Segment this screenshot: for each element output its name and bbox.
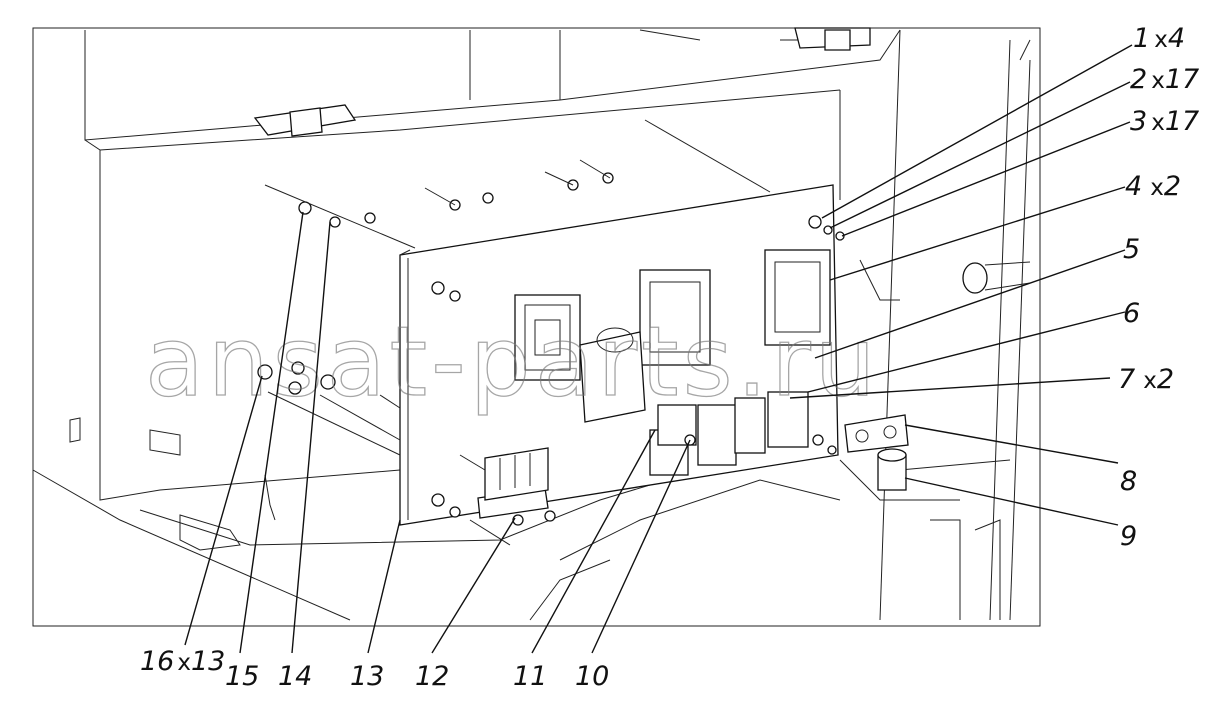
callout-8: 8: [1120, 466, 1137, 497]
bus-bar: [477, 447, 549, 519]
top-hinge-left: [253, 104, 357, 137]
callout-15: 15: [225, 661, 259, 692]
small-relays: [649, 391, 809, 476]
relay-block-left: [514, 294, 581, 381]
assembly-lines: [264, 119, 771, 546]
drawing-frame: [32, 27, 1041, 627]
callout-6: 6: [1123, 298, 1140, 329]
round-connector: [877, 448, 907, 491]
callout-10: 10: [575, 661, 609, 692]
terminal-clamp: [844, 414, 909, 453]
callout-5: 5: [1123, 234, 1140, 265]
callout-9: 9: [1120, 521, 1137, 552]
callout-12: 12: [415, 661, 449, 692]
relay-block-center: [639, 269, 711, 366]
relay-block-right: [764, 249, 831, 346]
callout-14: 14: [278, 661, 312, 692]
top-hinge-right: [794, 27, 871, 51]
watermark: ansat-parts.ru: [145, 306, 880, 418]
housing-background: [32, 29, 1031, 621]
leader-lines: [184, 44, 1133, 654]
callout-11: 11: [513, 661, 547, 692]
control-unit: [579, 327, 646, 423]
callout-13: 13: [350, 661, 384, 692]
knob: [962, 261, 1031, 294]
